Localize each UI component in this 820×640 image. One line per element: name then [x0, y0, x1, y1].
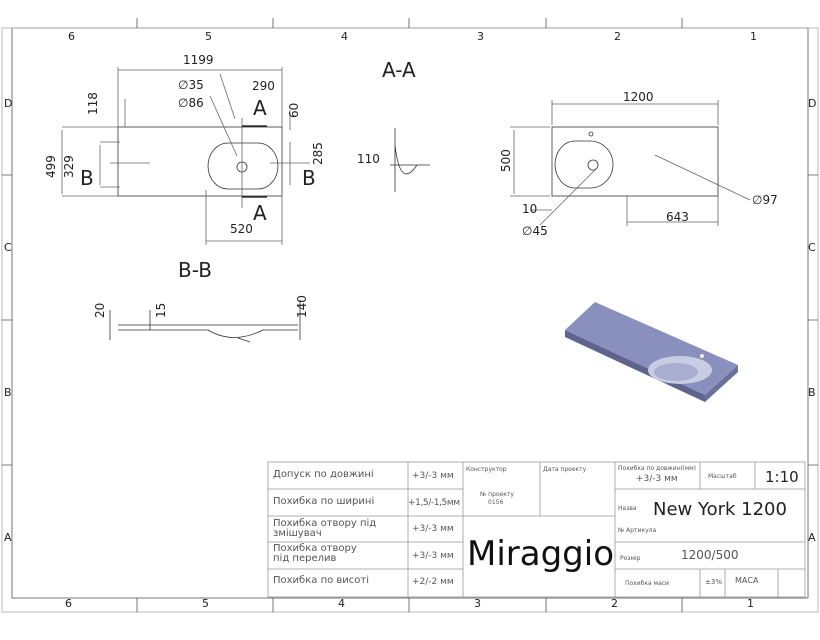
plan-view: [61, 67, 310, 245]
svg-text:60: 60: [287, 103, 301, 118]
svg-text:520: 520: [230, 222, 253, 236]
frame-dividers: [2, 18, 818, 612]
col-label: 3: [477, 30, 484, 43]
section-bb-title: B-B: [178, 258, 212, 282]
row-label: C: [4, 241, 12, 254]
col-label: 6: [68, 30, 75, 43]
svg-text:10: 10: [522, 202, 537, 216]
size-value: 1200/500: [681, 548, 739, 562]
tolerance-label: Похибка отвору під змішувач: [273, 518, 377, 539]
row-label: A: [808, 531, 816, 544]
row-label: A: [4, 531, 12, 544]
col-label: 2: [614, 30, 621, 43]
svg-text:643: 643: [666, 210, 689, 224]
date-label: Дата проекту: [543, 466, 587, 473]
tolerance-value: +3/-3 мм: [412, 551, 454, 561]
mass-tolerance-value: ±3%: [705, 578, 722, 586]
title-block: Допуск по довжині +3/-3 мм Похибка по ши…: [268, 462, 805, 597]
mass-tolerance-label: Похибка маси: [625, 580, 669, 587]
name-label: Назва: [618, 505, 637, 512]
length-tolerance-label: Похибка по довжині(мм): [618, 465, 697, 472]
svg-text:290: 290: [252, 79, 275, 93]
project-number: 0156: [488, 499, 504, 506]
size-label: Розмір: [620, 555, 641, 562]
title-block-grid: [267, 461, 806, 598]
tolerance-label: Похибка по ширині: [273, 496, 375, 507]
col-label: 4: [341, 30, 348, 43]
top-view: [510, 100, 751, 226]
col-label: 3: [474, 597, 481, 610]
plan-dimensions: 1199 ∅35 ∅86 290 520 118 60 499 329 285 …: [44, 53, 325, 236]
svg-text:A: A: [253, 96, 267, 120]
3d-sink-render: [565, 302, 738, 402]
svg-text:285: 285: [311, 142, 325, 165]
tolerance-value: +3/-3 мм: [412, 471, 454, 481]
tolerance-value: +3/-3 мм: [412, 524, 454, 534]
row-label: D: [808, 97, 816, 110]
svg-text:110: 110: [357, 152, 380, 166]
row-label: B: [4, 386, 12, 399]
col-label: 1: [750, 30, 757, 43]
product-name: New York 1200: [653, 499, 787, 520]
svg-text:∅45: ∅45: [522, 224, 548, 238]
svg-text:∅35: ∅35: [178, 78, 204, 92]
svg-text:118: 118: [86, 92, 100, 115]
svg-text:B: B: [302, 166, 316, 190]
svg-text:∅86: ∅86: [178, 96, 204, 110]
svg-text:∅97: ∅97: [752, 193, 778, 207]
col-label: 1: [747, 597, 754, 610]
section-bb-view: [109, 300, 301, 343]
mass-label: МАСА: [735, 576, 759, 585]
scale-value: 1:10: [765, 468, 799, 486]
col-label: 4: [338, 597, 345, 610]
svg-text:20: 20: [93, 303, 107, 318]
col-label: 2: [611, 597, 618, 610]
svg-text:500: 500: [499, 149, 513, 172]
col-label: 5: [202, 597, 209, 610]
tolerance-label: Похибка по висоті: [273, 575, 370, 586]
svg-text:329: 329: [62, 155, 76, 178]
svg-text:B: B: [80, 166, 94, 190]
scale-label: Масштаб: [708, 473, 737, 480]
section-aa-view: [390, 128, 430, 192]
col-label: 5: [205, 30, 212, 43]
svg-text:A: A: [253, 201, 267, 225]
designer-label: Конструктор: [466, 466, 507, 473]
tolerance-value: +2/-2 мм: [412, 577, 454, 587]
col-label: 6: [65, 597, 72, 610]
section-aa-title: A-A: [382, 58, 416, 82]
row-label: C: [808, 241, 816, 254]
svg-text:1200: 1200: [623, 90, 654, 104]
tolerance-value: +1,5/-1,5мм: [408, 498, 460, 508]
row-label: B: [808, 386, 816, 399]
tolerance-label: Допуск по довжині: [273, 469, 374, 480]
svg-text:1199: 1199: [183, 53, 214, 67]
length-tolerance-value: +3/-3 мм: [636, 474, 678, 484]
article-label: № Артикула: [618, 527, 657, 534]
tolerance-label: Похибка отвору під перелив: [273, 543, 357, 564]
row-label: D: [4, 97, 12, 110]
brand-logo: Miraggio: [467, 534, 615, 574]
top-view-dimensions: 1200 500 10 ∅45 643 ∅97: [499, 90, 778, 238]
svg-text:15: 15: [154, 303, 168, 318]
svg-text:499: 499: [44, 155, 58, 178]
svg-text:140: 140: [295, 295, 309, 318]
project-label: № проекту: [480, 491, 514, 498]
